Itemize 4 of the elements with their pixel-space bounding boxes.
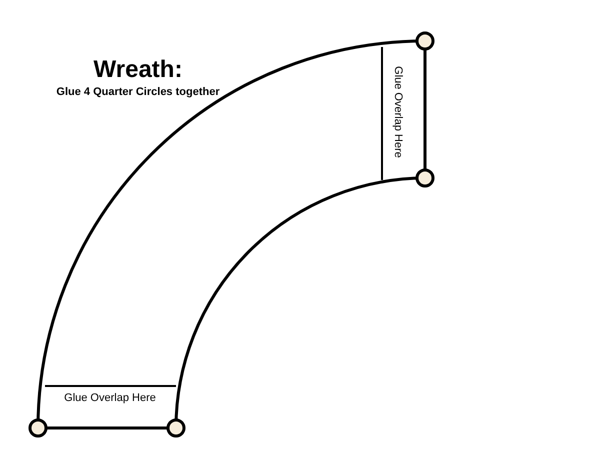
glue-label: Glue Overlap Here	[64, 392, 156, 404]
subtitle: Glue 4 Quarter Circles together	[56, 86, 220, 98]
title: Wreath:	[94, 56, 182, 84]
glue-label: Glue Overlap Here	[392, 66, 404, 158]
